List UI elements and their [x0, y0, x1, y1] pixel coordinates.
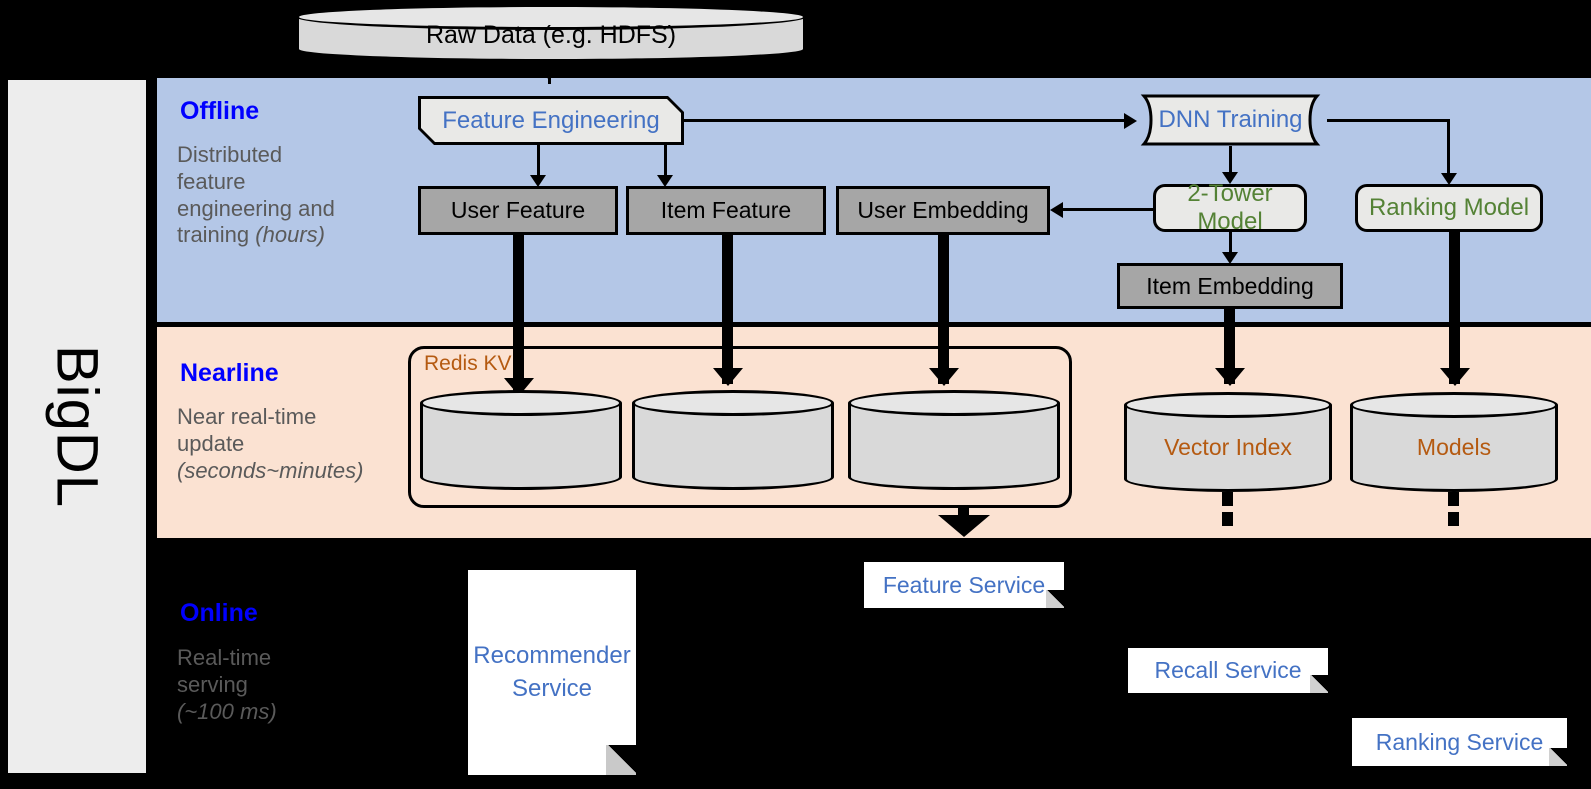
recommender-service-line-1: Recommender: [473, 642, 631, 670]
connector-dnn-ranking-v: [1447, 119, 1450, 177]
bigdl-label: BigDL: [44, 345, 110, 508]
dnn-training-shape: [1140, 94, 1321, 146]
connector-fe-dnn: [684, 119, 1127, 122]
arrowhead-pipe-ranking-model: [1440, 368, 1470, 386]
cylinder-top: [632, 390, 834, 416]
note-ranking-service[interactable]: Ranking Service: [1352, 718, 1567, 766]
cylinder-top: [420, 390, 622, 416]
node-ranking-model[interactable]: Ranking Model: [1355, 184, 1543, 232]
cylinder-top: [1124, 392, 1332, 418]
node-user-embedding-label: User Embedding: [857, 197, 1029, 223]
models-label: Models: [1416, 434, 1492, 460]
node-item-feature[interactable]: Item Feature: [626, 186, 826, 235]
node-feature-engineering[interactable]: Feature Engineering: [418, 96, 684, 145]
note-ranking-service-label: Ranking Service: [1375, 728, 1544, 755]
offline-desc-emph: (hours): [255, 222, 325, 248]
arrowhead-rawdata-fe: [534, 62, 564, 80]
store-user-feature-cylinder[interactable]: [420, 390, 622, 490]
connector-fe-itemfeature: [664, 145, 667, 177]
note-recall-service-label: Recall Service: [1154, 657, 1302, 683]
stub-models-1: [1448, 492, 1459, 506]
stage-title-nearline: Nearline: [180, 359, 279, 387]
cylinder-top: [1350, 392, 1558, 418]
offline-desc-line-3: engineering and: [177, 195, 335, 221]
page-fold-icon: [606, 745, 636, 775]
online-desc-emph: (~100 ms): [177, 698, 277, 724]
node-ranking-model-label: Ranking Model: [1368, 194, 1530, 221]
note-recommender-service-text: Recommender Service: [473, 640, 630, 705]
models-cylinder[interactable]: Models: [1350, 392, 1558, 492]
arrowhead-dnn-2tower: [1222, 172, 1238, 184]
note-feature-service[interactable]: Feature Service: [864, 562, 1064, 608]
arrowhead-pipe-user-embedding: [929, 368, 959, 386]
stage-desc-nearline: Near real-time update (seconds~minutes): [177, 404, 402, 484]
arrowhead-2tower-userembedding: [1050, 202, 1063, 218]
arrowhead-dnn-ranking: [1441, 173, 1457, 185]
arrowhead-redis-feature-service: [938, 515, 990, 537]
offline-desc-line-1: Distributed: [177, 142, 283, 167]
online-desc-line-1: Real-time: [177, 645, 272, 670]
redis-kv-label: Redis KV: [424, 352, 512, 375]
node-2-tower-model[interactable]: 2-Tower Model: [1153, 180, 1307, 235]
note-recall-service[interactable]: Recall Service: [1128, 648, 1328, 693]
stub-models-2: [1448, 512, 1459, 526]
store-item-feature-cylinder[interactable]: [632, 390, 834, 490]
pipe-item-embedding: [1224, 308, 1235, 384]
raw-data-label: Raw Data (e.g. HDFS): [425, 21, 677, 49]
nearline-desc-line-1: Near real-time: [177, 404, 317, 429]
pipe-ranking-model: [1449, 231, 1460, 384]
arrowhead-fe-itemfeature: [657, 175, 673, 187]
page-fold-icon: [1310, 675, 1328, 693]
node-dnn-training[interactable]: DNN Training: [1134, 94, 1327, 146]
vector-index-cylinder[interactable]: Vector Index: [1124, 392, 1332, 492]
pipe-user-embedding: [938, 234, 949, 384]
nearline-desc-emph: (seconds~minutes): [177, 457, 364, 483]
node-user-embedding[interactable]: User Embedding: [836, 186, 1050, 235]
page-fold-icon: [1549, 748, 1567, 766]
cylinder-top: [296, 4, 806, 30]
node-item-embedding[interactable]: Item Embedding: [1117, 263, 1343, 309]
node-2-tower-model-label: 2-Tower Model: [1187, 180, 1273, 235]
connector-2tower-itemembedding: [1229, 232, 1232, 260]
stub-vectorindex-2: [1222, 512, 1233, 526]
pipe-item-feature: [722, 234, 733, 384]
stage-title-online: Online: [180, 599, 258, 627]
redis-kv-group: [408, 346, 1072, 508]
arrowhead-pipe-item-embedding: [1215, 368, 1245, 386]
connector-2tower-userembedding: [1062, 208, 1154, 211]
node-item-feature-label: Item Feature: [660, 197, 792, 223]
nearline-desc-line-2: update: [177, 430, 245, 456]
stage-title-offline: Offline: [180, 97, 260, 125]
note-recommender-service[interactable]: Recommender Service: [468, 570, 636, 775]
stage-desc-online: Real-time serving (~100 ms): [177, 645, 377, 725]
stub-vectorindex-1: [1222, 492, 1233, 506]
stub-redis-feature-service: [958, 505, 969, 522]
offline-desc-line-4: training: [177, 222, 256, 248]
connector-dnn-ranking-h: [1327, 119, 1450, 122]
arrowhead-2tower-itemembedding: [1222, 252, 1238, 264]
bigdl-rail: BigDL: [6, 78, 148, 775]
node-dnn-training-label: DNN Training: [1158, 106, 1303, 133]
raw-data-cylinder: Raw Data (e.g. HDFS): [296, 4, 806, 62]
online-desc-line-2: serving: [177, 671, 248, 697]
stage-desc-offline: Distributed feature engineering and trai…: [177, 142, 377, 249]
arrowhead-fe-userfeature: [530, 175, 546, 187]
note-feature-service-label: Feature Service: [882, 571, 1046, 598]
arrowhead-pipe-item-feature: [713, 368, 743, 386]
node-user-feature[interactable]: User Feature: [418, 186, 618, 235]
page-fold-icon: [1046, 590, 1064, 608]
connector-dnn-2tower: [1229, 146, 1232, 176]
arrowhead-fe-dnn: [1124, 113, 1137, 129]
vector-index-label: Vector Index: [1164, 434, 1292, 460]
offline-desc-line-2: feature: [177, 168, 246, 194]
connector-fe-userfeature: [537, 145, 540, 177]
cylinder-top: [848, 390, 1060, 416]
node-item-embedding-label: Item Embedding: [1146, 272, 1314, 299]
pipe-user-feature: [513, 234, 524, 394]
node-feature-engineering-label: Feature Engineering: [421, 99, 681, 142]
store-user-embedding-cylinder[interactable]: [848, 390, 1060, 490]
recommender-service-line-2: Service: [511, 674, 593, 702]
node-user-feature-label: User Feature: [450, 197, 586, 223]
